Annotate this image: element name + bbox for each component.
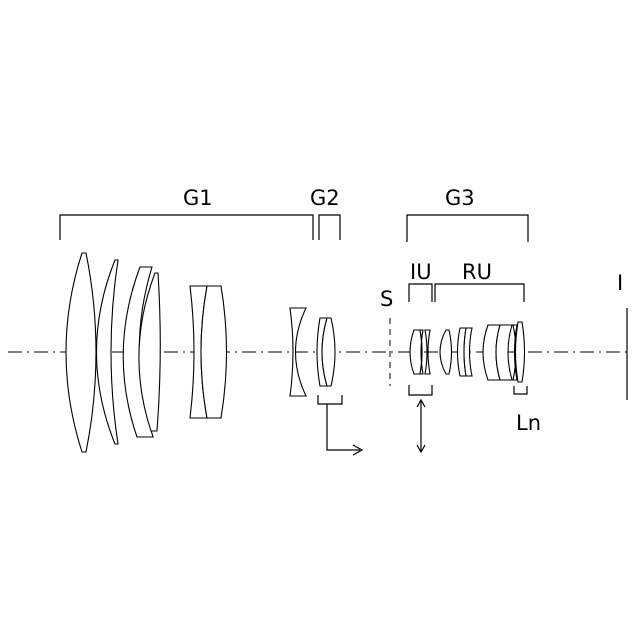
- g1-bracket: [60, 215, 313, 240]
- iu-lens-group: [410, 330, 430, 374]
- label-ru: RU: [462, 260, 492, 284]
- g1-lens-group: [66, 253, 227, 452]
- ln-bracket: [514, 386, 527, 394]
- g1-lens-6: [201, 286, 227, 418]
- label-s: S: [380, 287, 393, 311]
- label-ln: Ln: [516, 411, 541, 435]
- g2-bracket: [319, 215, 340, 240]
- group-brackets: [60, 215, 528, 302]
- iu-lens-1: [410, 330, 422, 374]
- right-angle-arrow-icon: [318, 395, 362, 455]
- label-g2: G2: [310, 186, 340, 210]
- double-headed-vertical-arrow-icon: [409, 385, 432, 452]
- ru-lens-1: [440, 330, 452, 374]
- label-i: I: [617, 271, 623, 295]
- g3-bracket: [407, 215, 528, 242]
- iu-bracket: [409, 284, 432, 302]
- g2-lens-3: [322, 318, 335, 386]
- g1-lens-1: [66, 253, 96, 452]
- label-g3: G3: [445, 186, 475, 210]
- label-g1: G1: [183, 186, 213, 210]
- ru-lens-ln: [516, 322, 525, 382]
- ru-bracket: [435, 284, 524, 302]
- label-iu: IU: [410, 260, 432, 284]
